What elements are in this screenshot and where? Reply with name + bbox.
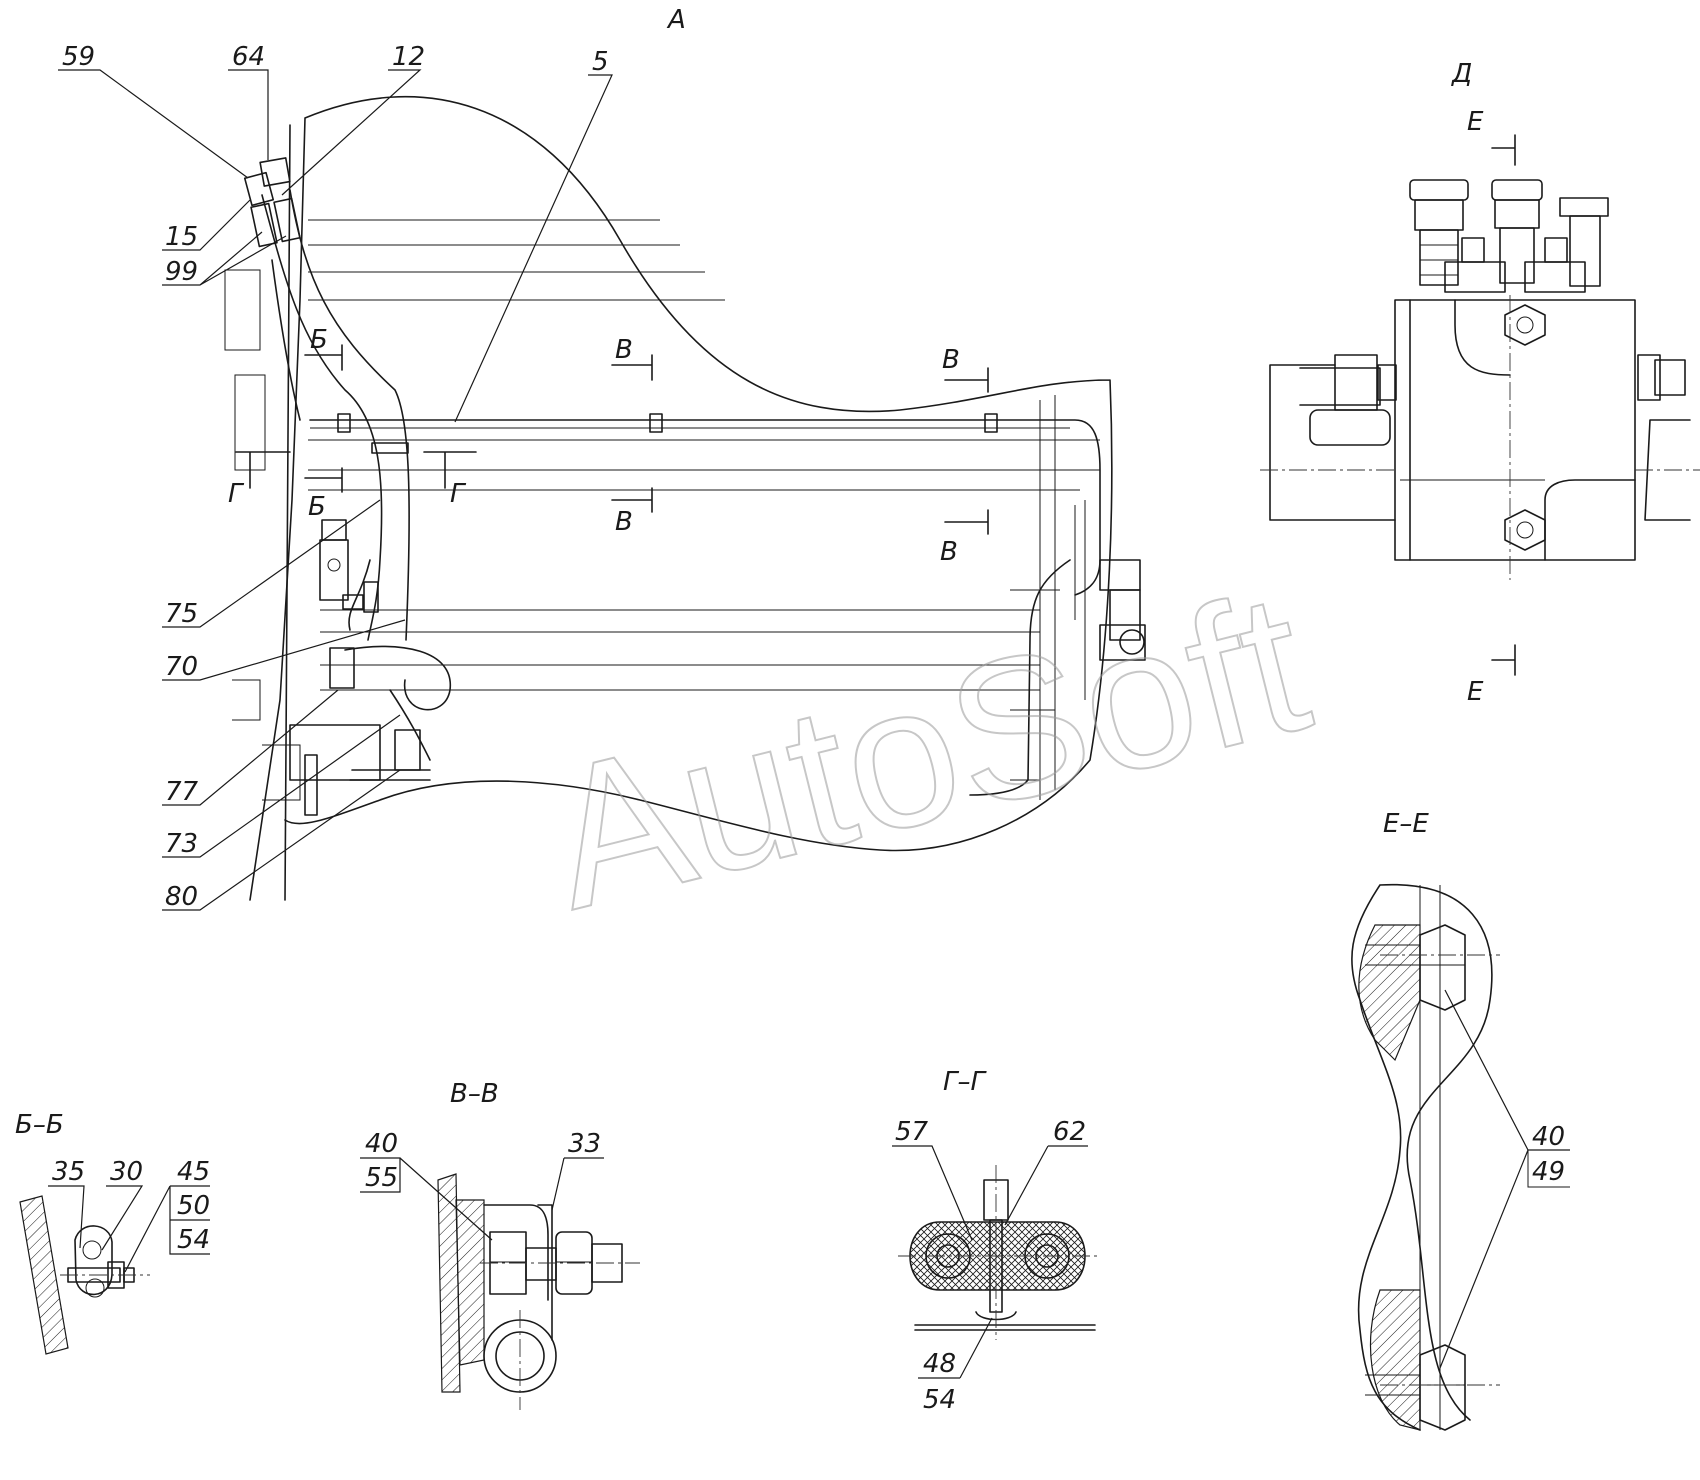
callout-80: 80 <box>165 882 198 912</box>
callout-73: 73 <box>165 829 198 859</box>
d-top-fittings <box>1409 179 1609 293</box>
valve-block-right <box>969 500 1146 796</box>
frame-panels <box>224 124 1100 901</box>
section-bb: Б–Б 35 30 45 50 54 <box>15 1110 210 1355</box>
callout-vv-33: 33 <box>568 1129 601 1159</box>
callout-vv-55: 55 <box>365 1163 398 1193</box>
callout-99: 99 <box>165 257 198 287</box>
callout-12: 12 <box>392 42 425 72</box>
hoses <box>261 189 451 781</box>
break-outline <box>249 95 1113 901</box>
callout-bb-50: 50 <box>177 1191 210 1221</box>
callout-ee-40: 40 <box>1532 1122 1565 1152</box>
callout-15: 15 <box>165 222 198 252</box>
cut-label-v-4: В <box>940 537 958 567</box>
callout-59: 59 <box>62 42 95 72</box>
top-fittings <box>243 157 301 248</box>
section-ee: Е–Е 40 49 <box>1351 809 1570 1431</box>
cut-label-e-top: Е <box>1467 107 1484 137</box>
cut-markers: Б Б В В В В Г Г <box>228 325 989 567</box>
view-label-a: A <box>666 5 686 35</box>
section-gg: Г–Г 57 62 48 54 <box>892 1067 1100 1415</box>
main-tube <box>309 419 1101 596</box>
callout-77: 77 <box>165 777 199 807</box>
callout-bb-30: 30 <box>110 1157 143 1187</box>
callout-bb-54: 54 <box>177 1225 210 1255</box>
callout-vv-40: 40 <box>365 1129 398 1159</box>
cut-label-v-3: В <box>942 345 960 375</box>
cut-label-v-2: В <box>615 507 633 537</box>
view-label-vv: В–В <box>450 1079 499 1109</box>
section-vv: В–В 40 55 33 <box>360 1079 640 1410</box>
view-label-bb: Б–Б <box>15 1110 64 1140</box>
cut-label-e-bottom: Е <box>1467 677 1484 707</box>
callout-75: 75 <box>165 599 198 629</box>
callout-ee-49: 49 <box>1532 1157 1565 1187</box>
view-label-ee: Е–Е <box>1383 809 1429 839</box>
cut-label-v-1: В <box>615 335 633 365</box>
callout-64: 64 <box>232 42 265 72</box>
callout-bb-45: 45 <box>177 1157 210 1187</box>
view-label-gg: Г–Г <box>943 1067 987 1097</box>
cut-label-g-left: Г <box>228 479 245 509</box>
tube-clamps <box>337 413 998 454</box>
callout-gg-54: 54 <box>923 1385 956 1415</box>
detail-view-d: Д <box>1260 59 1700 707</box>
cut-label-b-bottom: Б <box>308 492 326 522</box>
callout-gg-57: 57 <box>895 1117 929 1147</box>
main-view: A <box>58 5 1146 912</box>
cut-label-b-top: Б <box>310 325 328 355</box>
callout-70: 70 <box>165 652 198 682</box>
d-side-fittings <box>1260 354 1700 521</box>
callout-5: 5 <box>592 47 609 77</box>
cut-label-g-right: Г <box>450 479 467 509</box>
callout-gg-48: 48 <box>923 1349 956 1379</box>
callouts-main: 59 64 12 5 15 99 75 70 77 73 80 <box>58 42 613 912</box>
valve-block-left <box>289 519 421 816</box>
callout-bb-35: 35 <box>52 1157 85 1187</box>
callout-gg-62: 62 <box>1053 1117 1086 1147</box>
view-label-d: Д <box>1451 59 1472 89</box>
